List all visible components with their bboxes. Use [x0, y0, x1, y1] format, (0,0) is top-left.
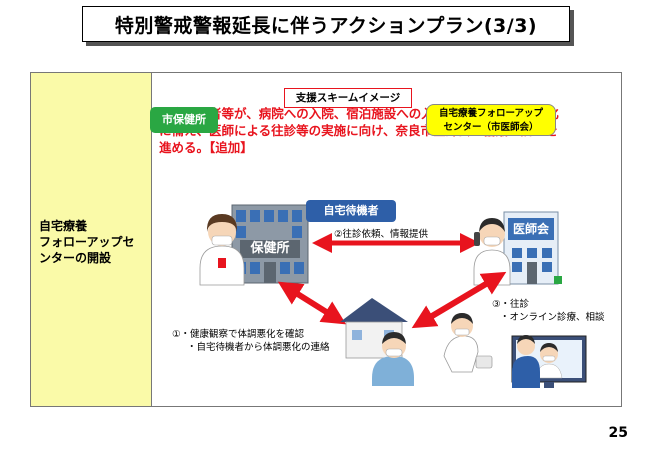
arrow-visit-label-line2: ・オンライン診療、相談 [500, 311, 605, 324]
arrow-health-observation [288, 288, 336, 318]
followup-center-tag: 自宅療養フォローアップ センター（市医師会） [426, 104, 556, 136]
page-number: 25 [609, 425, 628, 441]
arrow-visit-label-line1: ③・往診 [492, 298, 529, 311]
scheme-title-text: 支援スキームイメージ [296, 92, 400, 104]
medical-association-sign-text: 医師会 [508, 218, 554, 240]
arrow-observation-label-line2: ・自宅待機者から体調悪化の連絡 [187, 341, 330, 354]
health-center-tag-text: 市保健所 [162, 113, 206, 126]
followup-center-line2: センター（市医師会） [427, 121, 555, 135]
followup-center-line1: 自宅療養フォローアップ [427, 107, 555, 121]
visiting-doctor-icon [444, 313, 492, 372]
health-center-tag: 市保健所 [150, 107, 218, 133]
health-center-sign-text: 保健所 [240, 240, 300, 258]
home-patient-tag: 自宅待機者 [306, 200, 396, 222]
scheme-title-box: 支援スキームイメージ [284, 88, 412, 108]
arrow-observation-label-line1: ①・健康観察で体調悪化を確認 [172, 328, 304, 341]
arrow-info-exchange-label: ②往診依頼、情報提供 [334, 228, 428, 241]
home-patient-tag-text: 自宅待機者 [324, 204, 379, 217]
online-consultation-monitor-icon [512, 335, 586, 388]
